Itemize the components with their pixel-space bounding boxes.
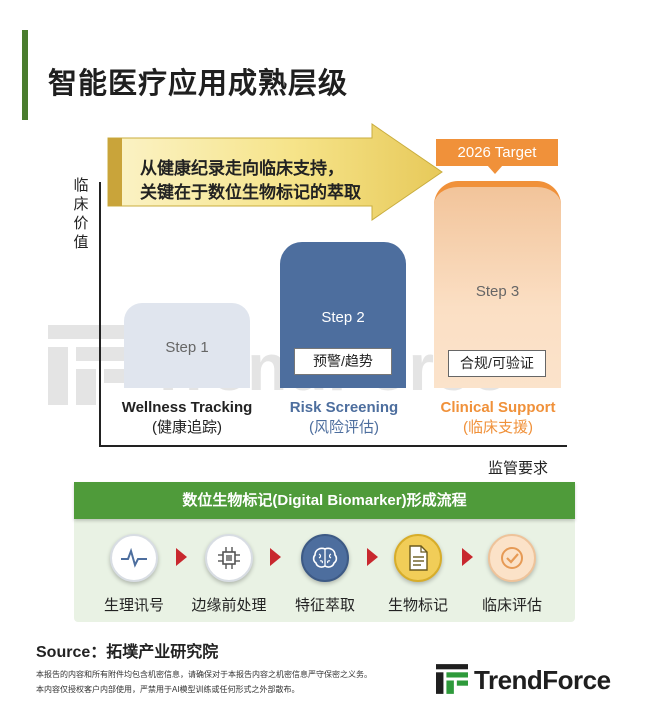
chip-icon bbox=[205, 534, 253, 582]
arrow-text: 从健康纪录走向临床支持， 关键在于数位生物标记的萃取 bbox=[140, 157, 361, 205]
flow-label-3: 特征萃取 bbox=[294, 597, 355, 614]
watermark-logo-icon bbox=[48, 325, 134, 405]
flow-label-1: 生理讯号 bbox=[103, 597, 164, 614]
arrow-text-line2: 关键在于数位生物标记的萃取 bbox=[140, 183, 361, 202]
flow-item-biomarker: 生物标记 bbox=[373, 534, 463, 615]
flow-label-2: 边缘前处理 bbox=[191, 597, 267, 614]
category-2-zh: (风险评估) bbox=[309, 419, 379, 436]
x-axis-label: 监管要求 bbox=[488, 460, 549, 477]
target-badge: 2026 Target bbox=[436, 139, 558, 166]
brand-text: TrendForce bbox=[474, 665, 611, 695]
step-1-label: Step 1 bbox=[165, 339, 209, 356]
step-2-tag: 预警/趋势 bbox=[294, 348, 392, 375]
category-2-en: Risk Screening bbox=[289, 399, 399, 416]
step-3-block: Step 3 合规/可验证 bbox=[434, 181, 561, 388]
flow-arrow-3 bbox=[367, 548, 378, 566]
check-circle-icon bbox=[488, 534, 536, 582]
waveform-icon bbox=[110, 534, 158, 582]
category-clinical-support: Clinical Support (临床支援) bbox=[420, 398, 576, 438]
title-accent-bar bbox=[22, 30, 28, 120]
x-axis-line bbox=[99, 445, 567, 447]
disclaimer-line1: 本报告的内容和所有附件均包含机密信息，请确保对于本报告内容之机密信息严守保密之义… bbox=[36, 670, 372, 679]
category-risk-screening: Risk Screening (风险评估) bbox=[266, 398, 422, 438]
page-title: 智能医疗应用成熟层级 bbox=[48, 68, 349, 100]
step-2-label: Step 2 bbox=[321, 309, 365, 326]
category-wellness-tracking: Wellness Tracking (健康追踪) bbox=[104, 398, 270, 438]
flow-arrow-1 bbox=[176, 548, 187, 566]
step-2-block: Step 2 预警/趋势 bbox=[280, 242, 406, 388]
step-1-block: Step 1 bbox=[124, 303, 250, 388]
biomarker-header: 数位生物标记(Digital Biomarker)形成流程 bbox=[74, 482, 575, 519]
flow-item-feature-extraction: 特征萃取 bbox=[280, 534, 370, 615]
disclaimer: 本报告的内容和所有附件均包含机密信息，请确保对于本报告内容之机密信息严守保密之义… bbox=[36, 667, 372, 697]
brain-icon bbox=[301, 534, 349, 582]
arrow-text-line1: 从健康纪录走向临床支持， bbox=[140, 159, 344, 178]
brand-logo-icon bbox=[436, 664, 468, 694]
flow-item-physiological-signal: 生理讯号 bbox=[89, 534, 179, 615]
flow-item-clinical-evaluation: 临床评估 bbox=[467, 534, 557, 615]
flow-arrow-4 bbox=[462, 548, 473, 566]
category-1-zh: (健康追踪) bbox=[152, 419, 222, 436]
y-axis-line bbox=[99, 182, 101, 446]
y-axis-label: 临床价值 bbox=[73, 177, 89, 251]
progress-arrow bbox=[107, 123, 443, 221]
category-1-en: Wellness Tracking bbox=[121, 399, 253, 416]
target-badge-pointer bbox=[487, 165, 503, 174]
category-3-en: Clinical Support bbox=[440, 399, 556, 416]
disclaimer-line2: 本内容仅授权客户内部使用，严禁用于AI模型训练或任何形式之外部散布。 bbox=[36, 685, 300, 694]
document-icon bbox=[394, 534, 442, 582]
flow-label-5: 临床评估 bbox=[481, 597, 542, 614]
flow-arrow-2 bbox=[270, 548, 281, 566]
step-3-tag: 合规/可验证 bbox=[448, 350, 546, 377]
category-3-zh: (临床支援) bbox=[463, 419, 533, 436]
flow-label-4: 生物标记 bbox=[387, 597, 448, 614]
source-text: Source：拓墣产业研究院 bbox=[36, 644, 219, 661]
flow-item-edge-preprocessing: 边缘前处理 bbox=[184, 534, 274, 615]
step-3-label: Step 3 bbox=[475, 283, 520, 300]
